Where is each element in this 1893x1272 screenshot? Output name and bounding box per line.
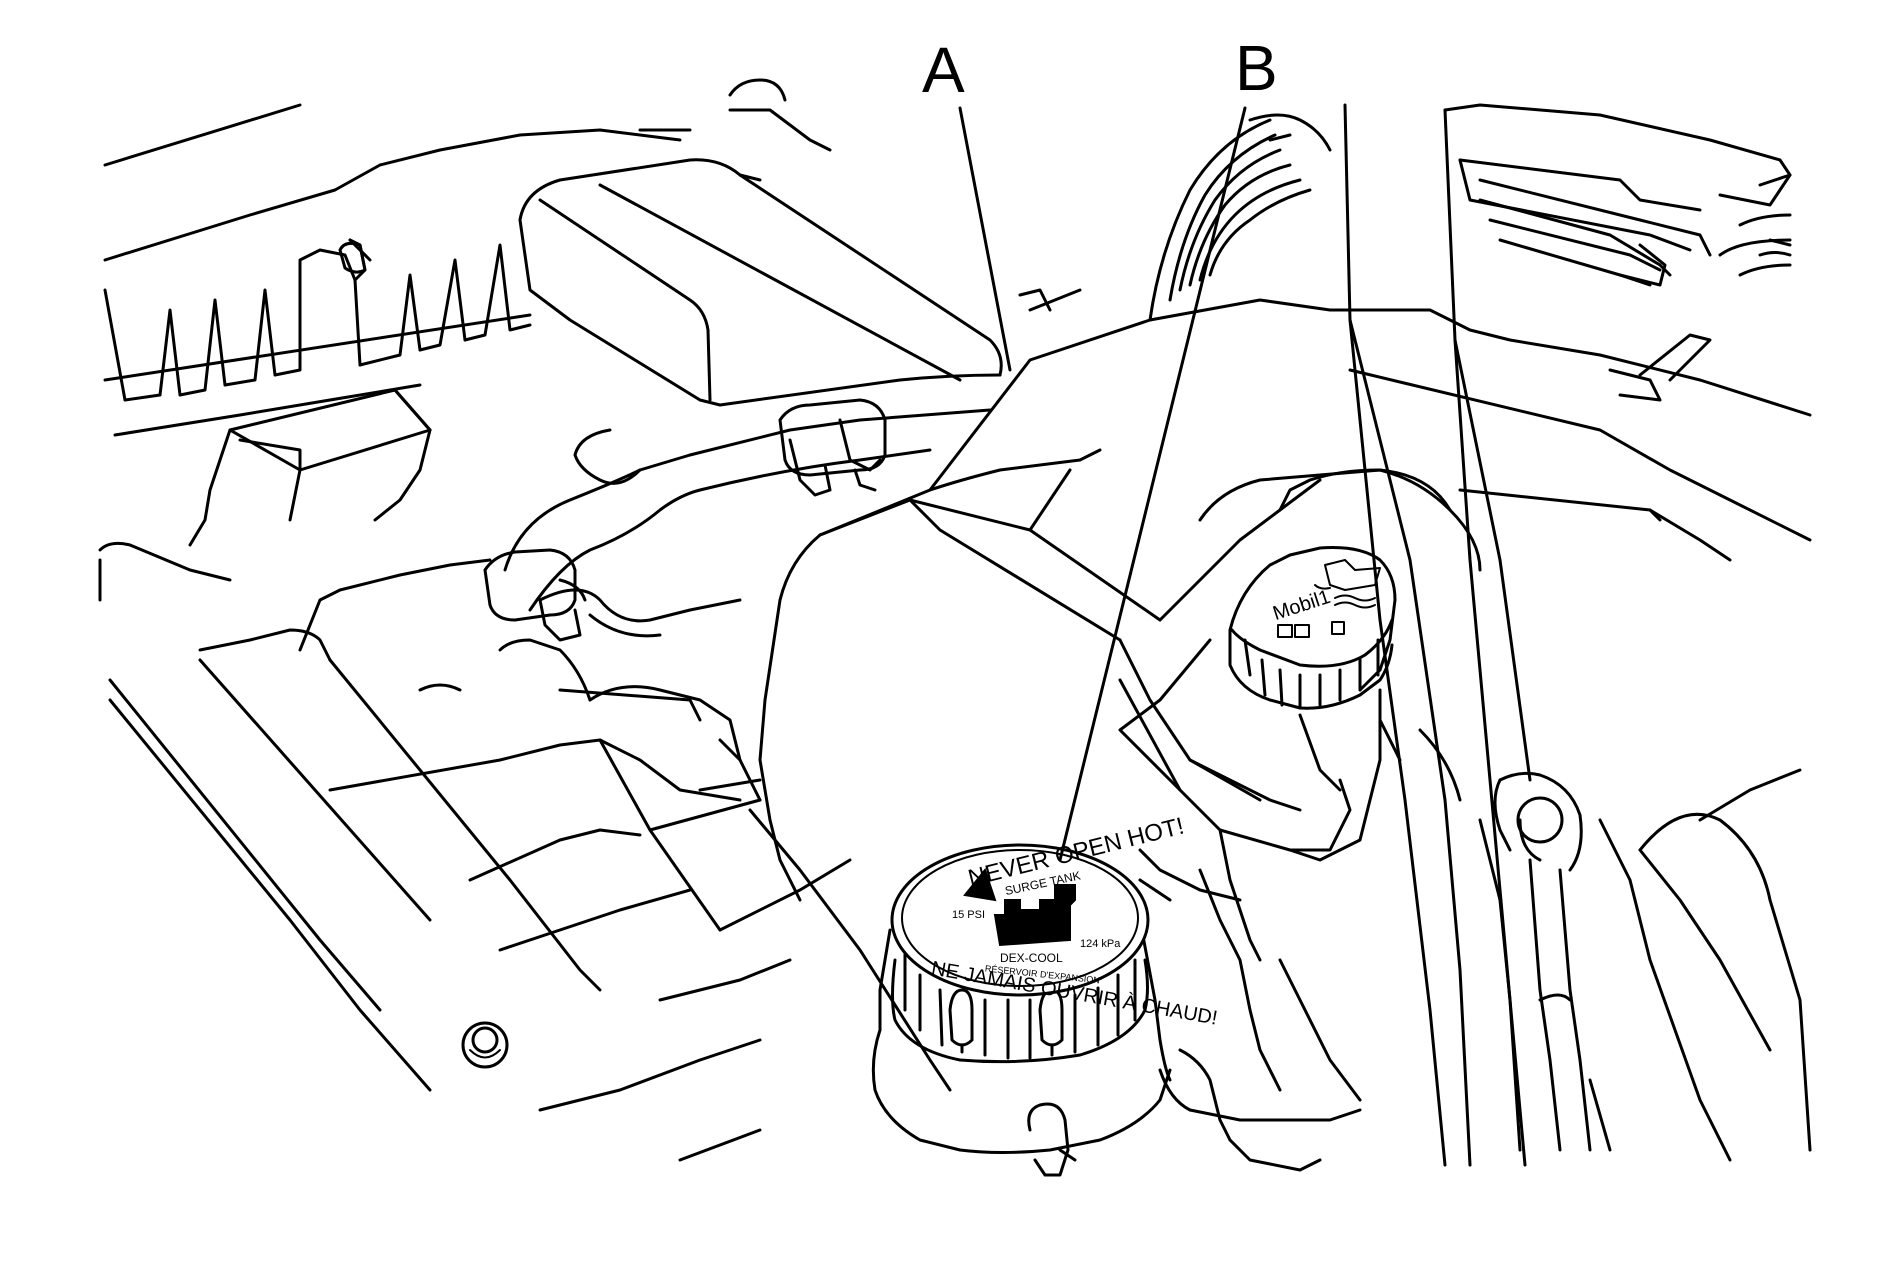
surge-tank-knob: [1027, 1102, 1077, 1177]
callout-a: A: [922, 34, 1012, 372]
surge-tank-body: [758, 298, 1482, 1172]
oil-cap-collar: [1118, 468, 1452, 792]
bolt: [461, 1021, 509, 1069]
callout-a-leader: [958, 106, 1012, 372]
coolant-hoses: [503, 288, 1082, 638]
left-tray: [188, 388, 432, 547]
radiator-panels: [98, 541, 952, 1162]
hose-clamp-upper: [778, 398, 887, 497]
cap-coolant-label: DEX-COOL: [1000, 951, 1063, 965]
callout-b-label: B: [1235, 32, 1278, 104]
radiator-support-comb: [103, 238, 532, 402]
oil-filler-cap: Mobil1: [1228, 546, 1397, 710]
callout-b: B: [1058, 32, 1278, 862]
hose-clamp-lower: [483, 548, 587, 642]
air-box-housing: [518, 158, 1003, 407]
hood-prop-rods: [1343, 103, 1532, 1167]
engine-cover-right: [1328, 103, 1812, 562]
wire-harness: [1148, 113, 1332, 322]
callout-b-leader: [1058, 106, 1247, 862]
oil-cap-label: Mobil1: [1270, 586, 1333, 625]
cap-pressure-right: 124 kPa: [1080, 938, 1121, 950]
right-tube: [1418, 728, 1812, 1162]
surge-tank-cap: NEVER OPEN HOT! SURGE TANK 15 PSI 124 kP…: [871, 813, 1219, 1154]
cap-pressure-left: 15 PSI: [952, 909, 985, 921]
callout-a-label: A: [922, 34, 965, 106]
upper-left-structure: [103, 78, 832, 437]
